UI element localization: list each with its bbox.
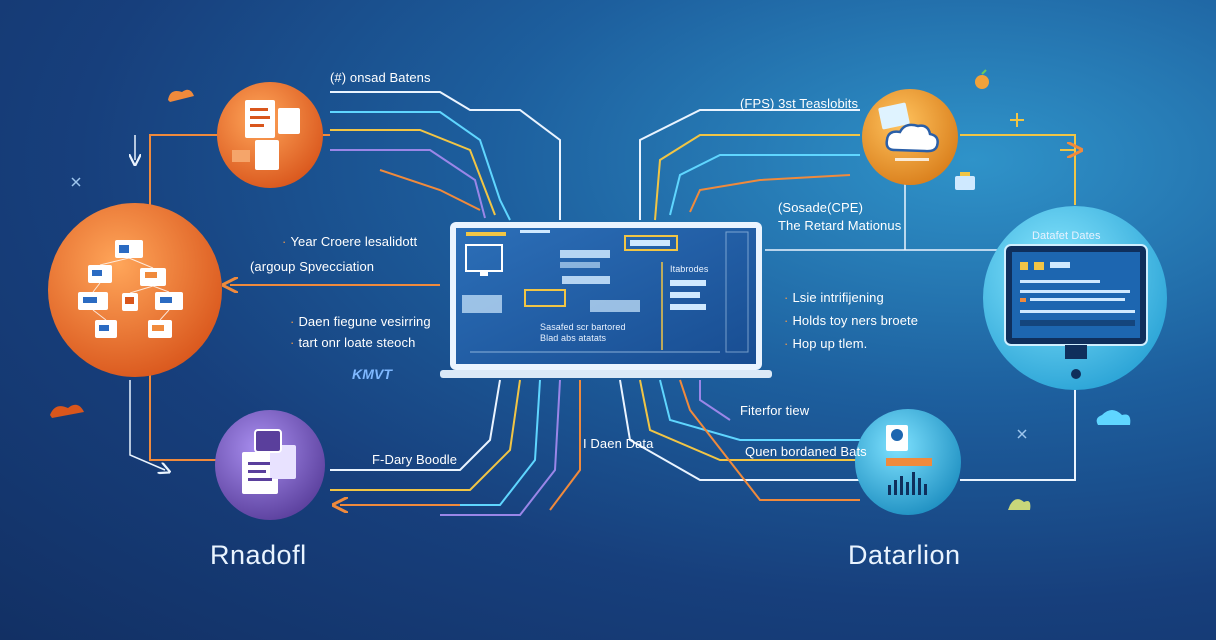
document-icon: [242, 429, 296, 494]
close-icon: [71, 177, 81, 187]
bottom-left-node[interactable]: [215, 410, 325, 520]
label-right-low-3: ·Hop up tlem.: [784, 336, 868, 351]
monitor-title: Datafet Dates: [1032, 230, 1101, 242]
cloud-icon: [50, 404, 84, 418]
label-left-low-1: ·Daen fiegune vesirring: [290, 314, 431, 329]
apple-icon: [975, 69, 989, 89]
bottom-right-node[interactable]: [855, 409, 961, 515]
label-top-right: (FPS) 3st Teaslobits: [740, 96, 859, 111]
laptop-dashboard[interactable]: [440, 222, 772, 378]
big-label-right: Datarlion: [848, 540, 961, 570]
sparkle-icon: [1096, 410, 1131, 425]
node-graph-icon: [78, 240, 183, 338]
laptop-caption-1: Sasafed scr bartored: [540, 322, 626, 332]
bar-chart-icon: [888, 472, 927, 495]
top-left-node[interactable]: [217, 82, 323, 188]
brand-mark: KMVT: [352, 366, 393, 382]
sparkle-icon: [1008, 499, 1031, 510]
label-right-low-2: ·Holds toy ners broete: [784, 313, 919, 328]
big-label-left: Rnadofl: [210, 540, 307, 570]
label-right-mid-2: The Retard Mationus: [778, 218, 902, 233]
left-main-node[interactable]: [48, 203, 222, 377]
label-right-low-1: ·Lsie intrifijening: [784, 290, 884, 305]
top-right-node[interactable]: [862, 89, 958, 185]
cloud-icon: [168, 89, 194, 102]
label-left-mid-2: (argoup Spvecciation: [250, 259, 375, 274]
sparkle-icon: [955, 172, 975, 190]
label-top-left: (#) onsad Batens: [330, 70, 431, 85]
label-left-low-2: ·tart onr loate steoch: [290, 335, 416, 350]
monitor-node[interactable]: [983, 206, 1167, 390]
close-icon: [1017, 429, 1027, 439]
label-right-mid-1: (Sosade(CPE): [778, 200, 864, 215]
plus-icon: [1010, 113, 1024, 127]
laptop-caption-2: Blad abs atatats: [540, 333, 607, 343]
label-bottom-center: I Daen Data: [583, 436, 654, 451]
label-left-mid-1: ·Year Croere lesalidott: [282, 234, 418, 249]
laptop-side-label: Itabrodes: [670, 264, 709, 274]
label-right-bottom-1: Fiterfor tiew: [740, 403, 810, 418]
label-right-bottom-2: Quen bordaned Bats: [745, 444, 867, 459]
label-bottom-left-connector: F-Dary Boodle: [372, 452, 458, 467]
cloud-icon: [885, 123, 939, 153]
